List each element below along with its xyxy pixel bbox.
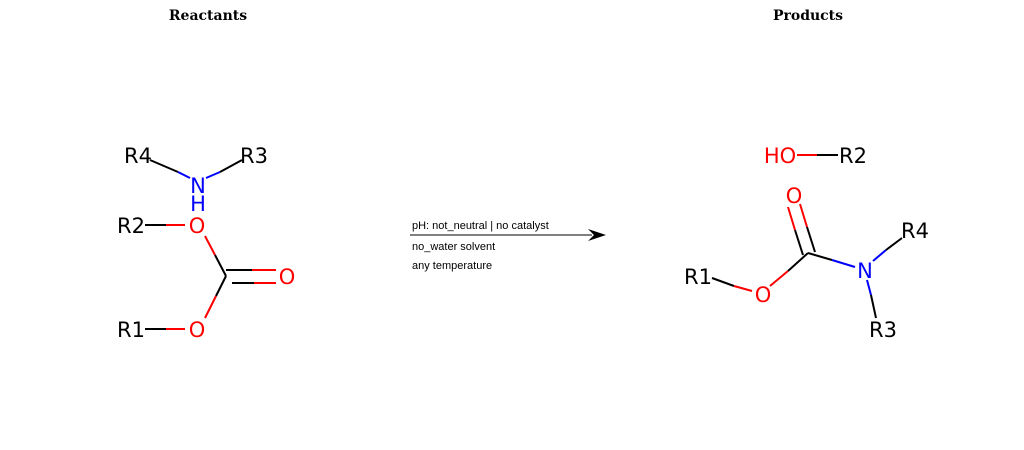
r3-label: R3 (869, 318, 897, 342)
arrow-head-icon (588, 229, 606, 241)
hydroxyl-label: HO (764, 144, 796, 168)
reaction-arrow (410, 229, 606, 241)
reactant-amine: R4 R3 N H (124, 144, 268, 216)
nitrogen-label: N (857, 259, 873, 283)
r4-label: R4 (124, 144, 152, 168)
oxygen-label: O (189, 318, 206, 342)
r2-label: R2 (839, 144, 867, 168)
reactant-carbonate: R2 O O O R1 (117, 214, 295, 342)
r4-label: R4 (901, 219, 929, 243)
carbonyl-oxygen-label: O (279, 265, 296, 289)
product-alcohol: HO R2 (764, 144, 867, 168)
hydrogen-label: H (190, 192, 206, 216)
carbonyl-oxygen-label: O (786, 184, 803, 208)
r1-label: R1 (684, 265, 712, 289)
nitrogen-label: N (190, 174, 206, 198)
reactants-header: Reactants (168, 8, 248, 24)
r2-label: R2 (117, 214, 145, 238)
condition-solvent: no_water solvent (412, 241, 495, 253)
r1-label: R1 (117, 318, 145, 342)
product-carbamate: O O R1 N R4 R3 (684, 184, 929, 342)
r3-label: R3 (240, 144, 268, 168)
products-header: Products (772, 8, 844, 24)
oxygen-label: O (189, 214, 206, 238)
condition-temperature: any temperature (412, 260, 492, 272)
condition-ph-catalyst: pH: not_neutral | no catalyst (412, 220, 549, 232)
ester-oxygen-label: O (755, 283, 772, 307)
